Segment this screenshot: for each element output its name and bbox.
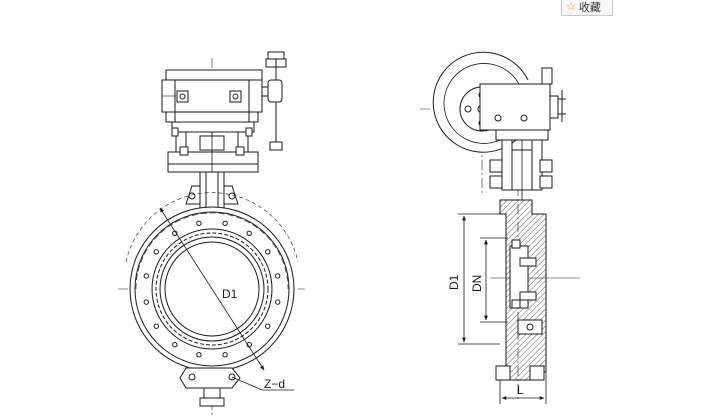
star-outline-icon: ☆ (566, 1, 576, 13)
handwheel-side (262, 51, 287, 151)
zd-label: Z−d (264, 377, 285, 391)
bolt-hole (265, 323, 271, 329)
d1-diameter-dimension (159, 207, 265, 371)
dn-label: DN (470, 275, 484, 292)
gearbox-front (161, 69, 263, 123)
bolt-hole (143, 273, 150, 279)
bolt-hole (265, 249, 271, 255)
d1-label-side: D1 (447, 274, 461, 290)
d1-label-front: D1 (222, 287, 238, 301)
bolt-hole (153, 249, 160, 255)
yoke-side (489, 129, 553, 200)
favorite-button[interactable]: ☆ 收藏 (561, 0, 613, 16)
favorite-label: 收藏 (578, 1, 601, 14)
bolt-hole (153, 323, 160, 329)
side-dimensions (458, 213, 547, 404)
body-section (495, 199, 547, 381)
bolt-hole (275, 299, 281, 305)
gearbox-side (479, 67, 566, 131)
front-view (118, 51, 305, 418)
side-view (420, 51, 580, 404)
yoke-front (167, 121, 259, 173)
bolt-hole (275, 273, 281, 279)
valve-neck (185, 171, 239, 209)
l-label: L (517, 383, 524, 397)
zd-leader (231, 376, 294, 391)
valve-body-front (125, 192, 299, 372)
bottom-boss (179, 367, 241, 407)
bolt-hole (143, 299, 150, 305)
